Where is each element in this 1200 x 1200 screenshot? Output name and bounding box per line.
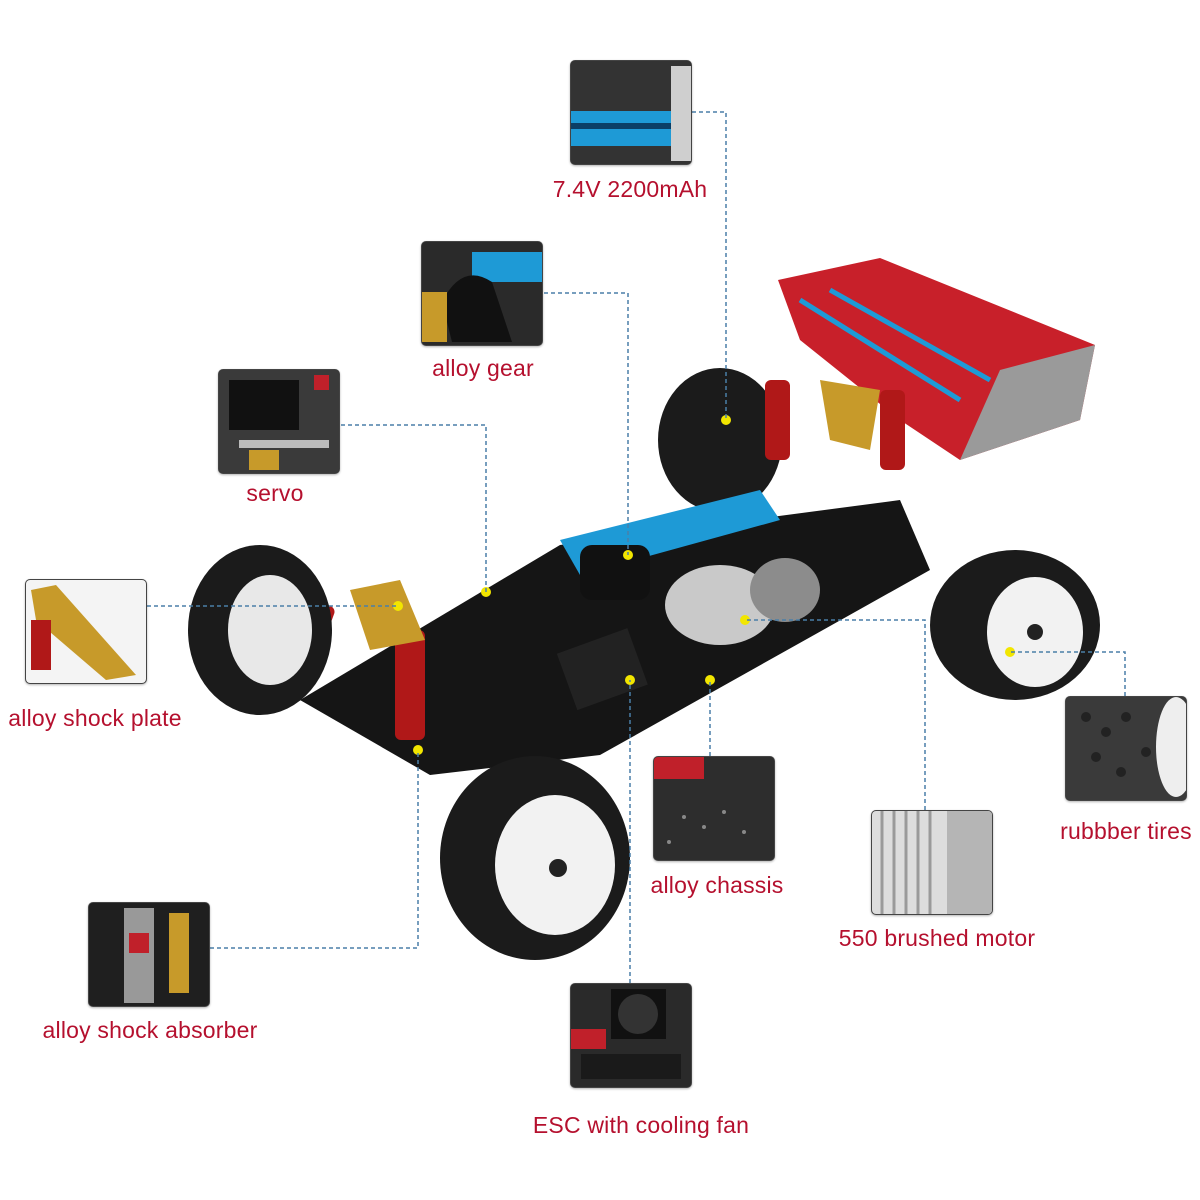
shock-absorber-label: alloy shock absorber xyxy=(42,1017,258,1043)
tire-thumbnail xyxy=(1065,696,1187,801)
esc-thumbnail xyxy=(570,983,692,1088)
battery-thumbnail xyxy=(570,60,692,165)
chassis-label: alloy chassis xyxy=(650,872,784,898)
gear-thumbnail xyxy=(421,241,543,346)
gear-leader xyxy=(544,292,629,555)
gear-label: alloy gear xyxy=(432,355,534,381)
battery-leader xyxy=(692,111,727,420)
servo-label: servo xyxy=(246,480,304,506)
shock-plate-label: alloy shock plate xyxy=(8,705,182,731)
shock-absorber-thumbnail xyxy=(88,902,210,1007)
shock-absorber-leader xyxy=(210,750,419,949)
tires-label: rubbber tires xyxy=(1060,818,1192,844)
esc-label: ESC with cooling fan xyxy=(532,1112,750,1138)
servo-thumbnail xyxy=(218,369,340,474)
motor-leader xyxy=(745,619,926,810)
battery-label: 7.4V 2200mAh xyxy=(552,176,708,202)
motor-label: 550 brushed motor xyxy=(838,925,1036,951)
servo-leader xyxy=(341,424,487,592)
shock-plate-thumbnail xyxy=(25,579,147,684)
motor-thumbnail xyxy=(871,810,993,915)
chassis-thumbnail xyxy=(653,756,775,861)
tires-leader xyxy=(1010,651,1126,696)
